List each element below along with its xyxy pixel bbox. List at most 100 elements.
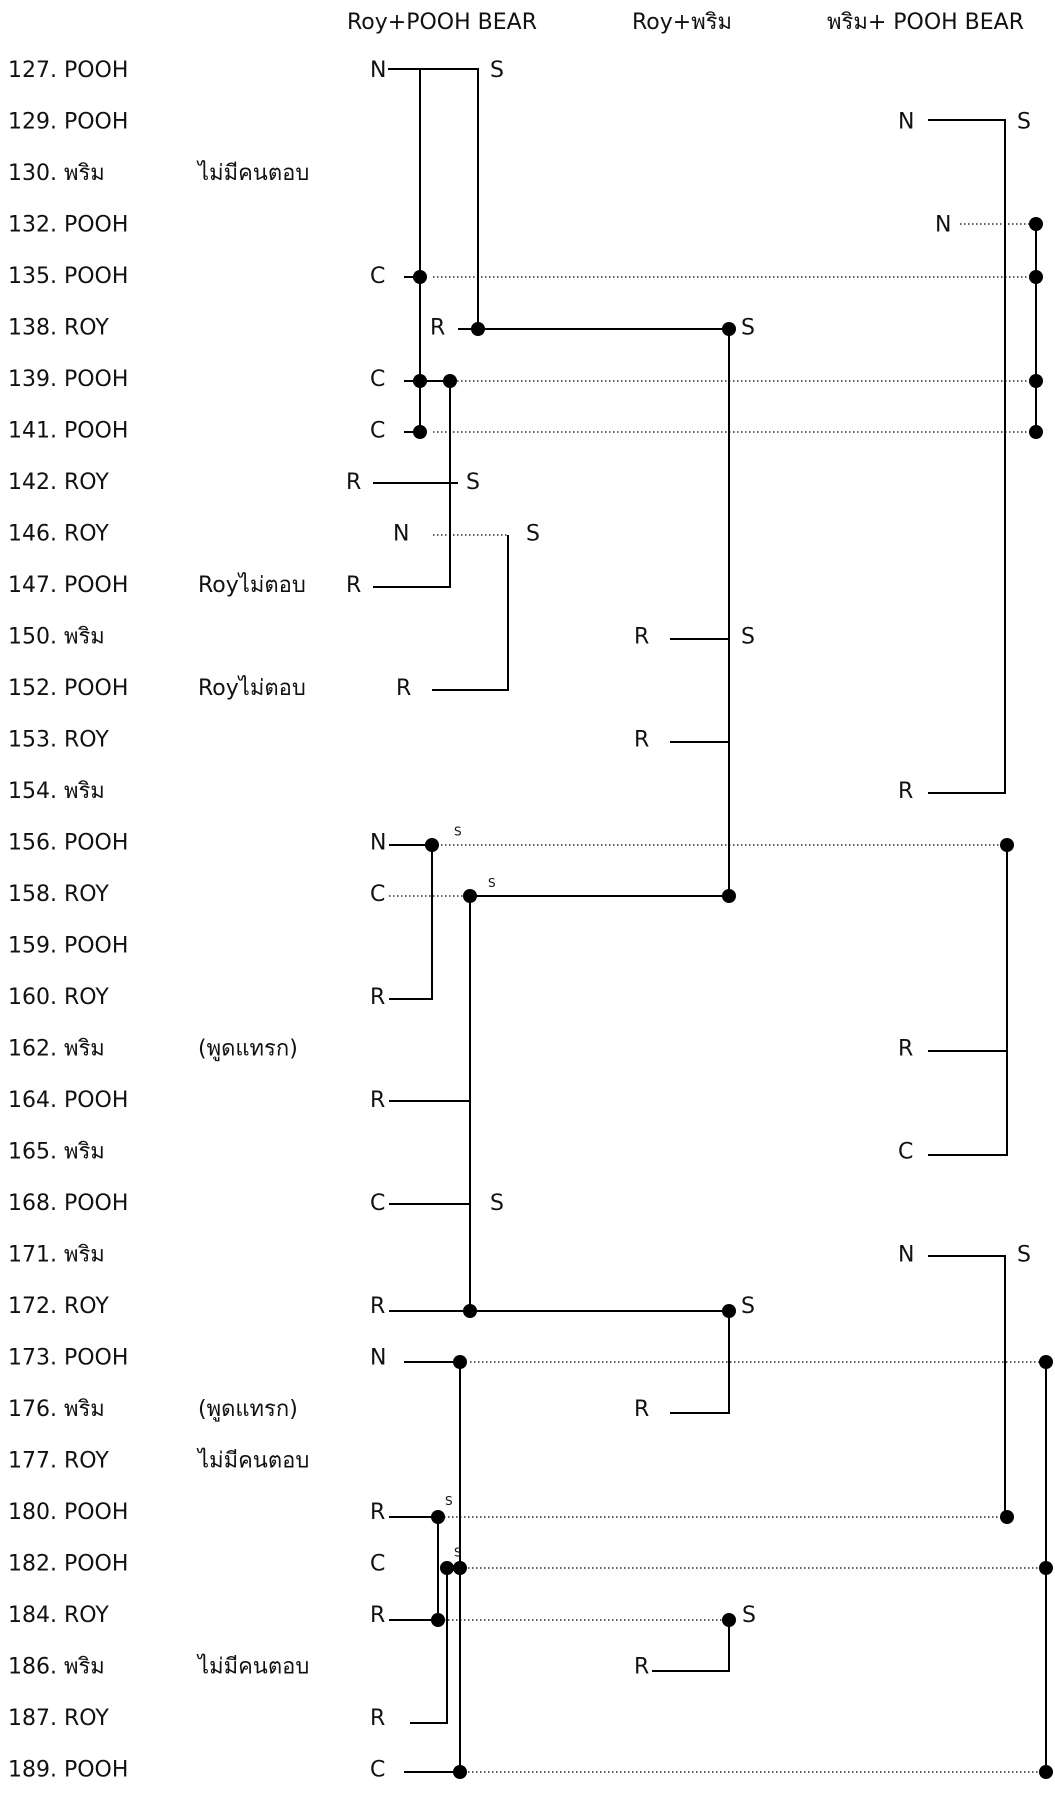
- link-line: [389, 1517, 438, 1620]
- move-code-s: S: [526, 522, 540, 547]
- node-dot: [413, 425, 427, 439]
- move-code-r: R: [634, 625, 649, 650]
- node-dot: [1029, 425, 1043, 439]
- move-code-s: S: [490, 1191, 504, 1216]
- node-dot: [471, 322, 485, 336]
- node-dot: [463, 1304, 477, 1318]
- nodes: [413, 217, 1053, 1779]
- move-code-r: R: [430, 316, 445, 341]
- move-code-c: C: [370, 367, 385, 392]
- row-label: 138. ROY: [8, 316, 109, 341]
- link-line: [410, 1568, 447, 1723]
- row-note: ไม่มีคนตอบ: [196, 1448, 309, 1474]
- node-dot: [453, 1765, 467, 1779]
- move-code-r: R: [898, 779, 913, 804]
- row-label: 184. ROY: [8, 1603, 109, 1628]
- move-code-n: N: [370, 831, 386, 856]
- row-note: Royไม่ตอบ: [198, 675, 306, 701]
- link-line: [432, 535, 508, 690]
- move-code-s: S: [1017, 110, 1031, 135]
- move-code-c: C: [370, 1191, 385, 1216]
- node-dot: [722, 322, 736, 336]
- move-code-r: R: [370, 1706, 385, 1731]
- row-note: ไม่มีคนตอบ: [196, 160, 309, 186]
- row-notes: ไม่มีคนตอบ Royไม่ตอบ Royไม่ตอบ (พูดแทรก) (พู…: [196, 160, 309, 1680]
- move-code-r: R: [370, 985, 385, 1010]
- move-code-r: R: [370, 1603, 385, 1628]
- move-code-s: S: [741, 625, 755, 650]
- move-code-r: R: [346, 470, 361, 495]
- move-code-r: R: [634, 1397, 649, 1422]
- move-code-s: S: [466, 470, 480, 495]
- node-dot: [463, 889, 477, 903]
- move-code-r: R: [634, 728, 649, 753]
- row-label: 187. ROY: [8, 1706, 109, 1731]
- row-label: 154. พริม: [8, 779, 105, 804]
- move-code-s: S: [445, 1494, 453, 1508]
- row-note: (พูดแทรก): [198, 1037, 298, 1062]
- row-label: 158. ROY: [8, 882, 109, 907]
- link-line: [389, 845, 432, 999]
- move-code-n: N: [898, 1243, 914, 1268]
- row-label: 160. ROY: [8, 985, 109, 1010]
- move-code-c: C: [370, 419, 385, 444]
- row-label: 159. POOH: [8, 934, 128, 959]
- row-label: 130. พริม: [8, 161, 105, 186]
- node-dot: [1029, 270, 1043, 284]
- row-label: 129. POOH: [8, 110, 128, 135]
- row-label: 142. ROY: [8, 470, 109, 495]
- link-line: [388, 69, 478, 329]
- move-code-n: N: [935, 213, 951, 238]
- row-note: Royไม่ตอบ: [198, 572, 306, 598]
- row-label: 152. POOH: [8, 676, 128, 701]
- move-code-r: R: [898, 1037, 913, 1062]
- row-label: 173. POOH: [8, 1346, 128, 1371]
- row-label: 189. POOH: [8, 1758, 128, 1783]
- move-code-r: R: [634, 1655, 649, 1680]
- link-line: [928, 845, 1007, 1155]
- row-label: 127. POOH: [8, 58, 128, 83]
- move-code-c: C: [370, 882, 385, 907]
- node-dot: [722, 1613, 736, 1627]
- node-dot: [1029, 374, 1043, 388]
- row-label: 168. POOH: [8, 1191, 128, 1216]
- move-code-n: N: [370, 1346, 386, 1371]
- node-dot: [453, 1561, 467, 1575]
- move-code-s: S: [742, 1603, 756, 1628]
- move-code-r: R: [370, 1294, 385, 1319]
- link-line: [928, 1256, 1005, 1517]
- move-code-s: S: [488, 876, 496, 890]
- column-headers: Roy+POOH BEAR Roy+พริม พริม+ POOH BEAR: [347, 10, 1024, 35]
- row-label: 186. พริม: [8, 1655, 105, 1680]
- row-label: 150. พริม: [8, 625, 105, 650]
- row-label: 162. พริม: [8, 1037, 105, 1062]
- row-label: 156. POOH: [8, 831, 128, 856]
- row-label: 141. POOH: [8, 419, 128, 444]
- node-dot: [1000, 838, 1014, 852]
- move-code-n: N: [898, 110, 914, 135]
- row-label: 139. POOH: [8, 367, 128, 392]
- move-code-c: C: [370, 1552, 385, 1577]
- row-label: 146. ROY: [8, 522, 109, 547]
- move-code-s: S: [1017, 1243, 1031, 1268]
- move-code-s: S: [454, 825, 462, 839]
- move-code-r: R: [346, 573, 361, 598]
- row-label: 172. ROY: [8, 1294, 109, 1319]
- row-note: (พูดแทรก): [198, 1397, 298, 1422]
- header-roy-prim: Roy+พริม: [632, 10, 732, 35]
- move-code-s: S: [490, 58, 504, 83]
- node-dot: [425, 838, 439, 852]
- node-dot: [1039, 1355, 1053, 1369]
- move-code-s: S: [741, 1294, 755, 1319]
- node-dot: [722, 1304, 736, 1318]
- row-label: 176. พริม: [8, 1397, 105, 1422]
- node-dot: [1029, 217, 1043, 231]
- node-dot: [431, 1613, 445, 1627]
- move-code-c: C: [370, 1758, 385, 1783]
- move-code-r: R: [396, 676, 411, 701]
- row-label: 153. ROY: [8, 728, 109, 753]
- move-code-r: R: [370, 1500, 385, 1525]
- row-label: 182. POOH: [8, 1552, 128, 1577]
